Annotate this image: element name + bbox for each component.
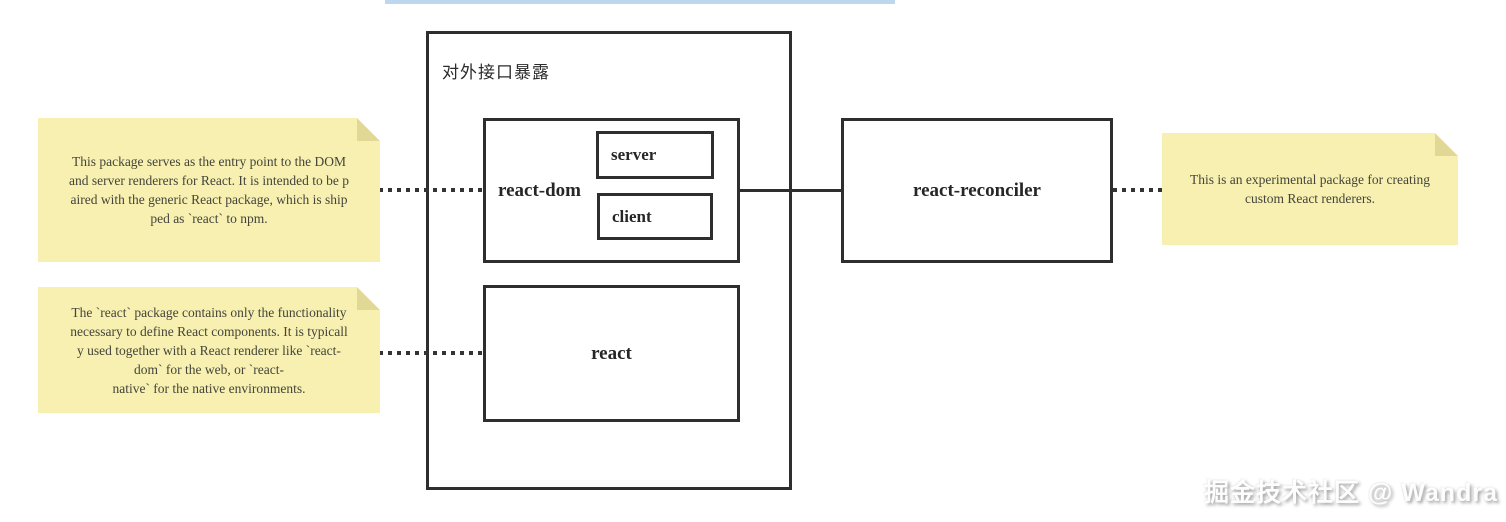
sticky-note-react-reconciler-text: This is an experimental package for crea… bbox=[1190, 172, 1430, 206]
node-server-label: server bbox=[611, 145, 657, 164]
node-react: react bbox=[483, 285, 740, 422]
node-client-label: client bbox=[612, 206, 652, 226]
sticky-note-react: The `react` package contains only the fu… bbox=[38, 287, 380, 413]
node-client: client bbox=[597, 193, 713, 240]
node-react-dom-label: react-dom bbox=[498, 179, 582, 201]
node-react-dom: react-dom server client bbox=[483, 118, 740, 263]
connector-reactdom-reconciler bbox=[740, 189, 841, 192]
node-server: server bbox=[596, 131, 714, 179]
sticky-note-react-text: The `react` package contains only the fu… bbox=[70, 304, 348, 396]
sticky-note-react-dom: This package serves as the entry point t… bbox=[38, 118, 380, 262]
node-react-reconciler-label: react-reconciler bbox=[913, 179, 1041, 201]
watermark-text: 掘金技术社区 @ Wandra bbox=[1203, 479, 1498, 507]
sticky-note-react-dom-text: This package serves as the entry point t… bbox=[68, 154, 349, 226]
node-react-reconciler: react-reconciler bbox=[841, 118, 1113, 263]
sticky-note-react-reconciler: This is an experimental package for crea… bbox=[1162, 133, 1458, 245]
top-accent-line bbox=[385, 0, 895, 4]
group-box-label: 对外接口暴露 bbox=[442, 63, 550, 82]
dotted-connector-note2-react bbox=[379, 351, 483, 355]
dotted-connector-reconciler-note3 bbox=[1113, 188, 1162, 192]
dotted-connector-note1-reactdom bbox=[379, 188, 483, 192]
node-react-label: react bbox=[591, 342, 632, 364]
